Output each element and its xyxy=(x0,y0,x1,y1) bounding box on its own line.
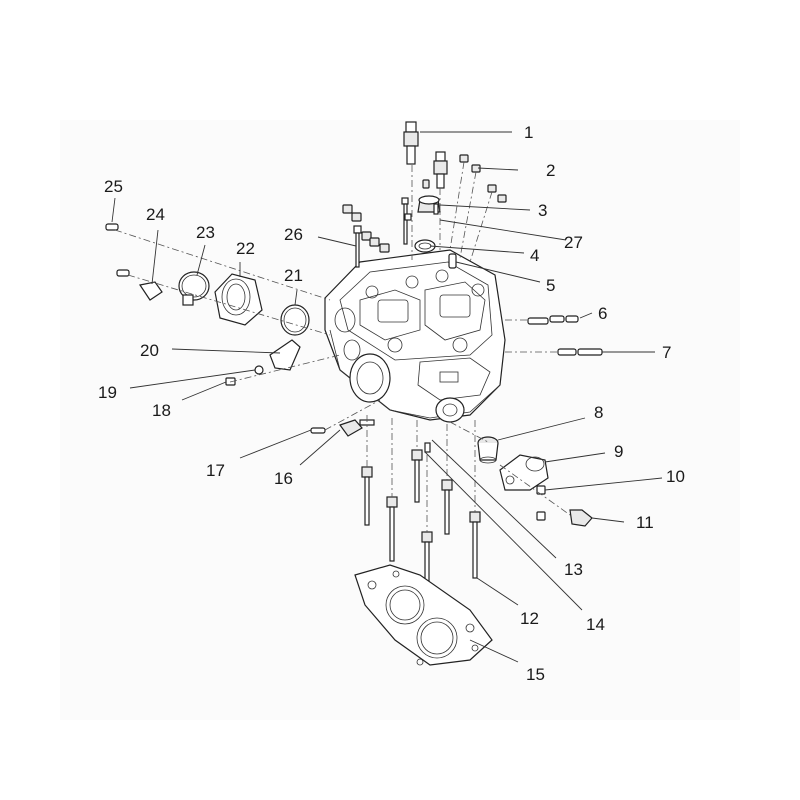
pins-6 xyxy=(527,315,579,325)
callout-26: 26 xyxy=(284,225,303,244)
callout-18: 18 xyxy=(152,401,171,420)
leader-lines xyxy=(111,131,663,663)
head-gasket xyxy=(354,564,493,666)
plug-seal-27 xyxy=(417,195,441,215)
callout-2: 2 xyxy=(546,161,555,180)
callout-13: 13 xyxy=(564,560,583,579)
callout-24: 24 xyxy=(146,205,165,224)
washer-19 xyxy=(254,365,264,375)
callout-16: 16 xyxy=(274,469,293,488)
callout-7: 7 xyxy=(662,343,671,362)
outlet-fitting-9 xyxy=(499,454,549,491)
callout-8: 8 xyxy=(594,403,603,422)
callout-6: 6 xyxy=(598,304,607,323)
callout-27: 27 xyxy=(564,233,583,252)
dowel-5 xyxy=(448,253,457,269)
callout-3: 3 xyxy=(538,201,547,220)
callout-10: 10 xyxy=(666,467,685,486)
callout-9: 9 xyxy=(614,442,623,461)
cylinder-head xyxy=(324,249,506,423)
callout-15: 15 xyxy=(526,665,545,684)
callout-labels: 1 2 3 4 5 6 7 8 9 10 11 12 13 14 15 16 1… xyxy=(98,123,685,684)
o-ring-21 xyxy=(280,304,310,336)
intake-manifold-22 xyxy=(214,273,263,326)
callout-1: 1 xyxy=(524,123,533,142)
callout-14: 14 xyxy=(586,615,605,634)
callout-20: 20 xyxy=(140,341,159,360)
callout-19: 19 xyxy=(98,383,117,402)
callout-25: 25 xyxy=(104,177,123,196)
bracket-24 xyxy=(139,281,163,301)
clamp-23 xyxy=(178,271,210,306)
callout-22: 22 xyxy=(236,239,255,258)
sensor-11 xyxy=(569,509,593,527)
bracket-20 xyxy=(269,339,301,371)
spark-plug-1 xyxy=(403,121,419,165)
callout-17: 17 xyxy=(206,461,225,480)
valve-caps-2 xyxy=(422,154,507,203)
valve-caps-26 xyxy=(342,204,390,253)
plug-8 xyxy=(477,436,499,464)
callout-21: 21 xyxy=(284,266,303,285)
pin-17 xyxy=(310,427,326,434)
head-bolts xyxy=(361,442,481,603)
bolts-26 xyxy=(353,197,412,268)
callout-5: 5 xyxy=(546,276,555,295)
pins-7 xyxy=(557,348,603,356)
callout-12: 12 xyxy=(520,609,539,628)
callout-11: 11 xyxy=(636,513,654,532)
callout-4: 4 xyxy=(530,246,539,265)
callout-23: 23 xyxy=(196,223,215,242)
screw-25 xyxy=(105,223,130,277)
spark-plug-2 xyxy=(433,151,448,189)
assembly-axes xyxy=(114,161,571,532)
